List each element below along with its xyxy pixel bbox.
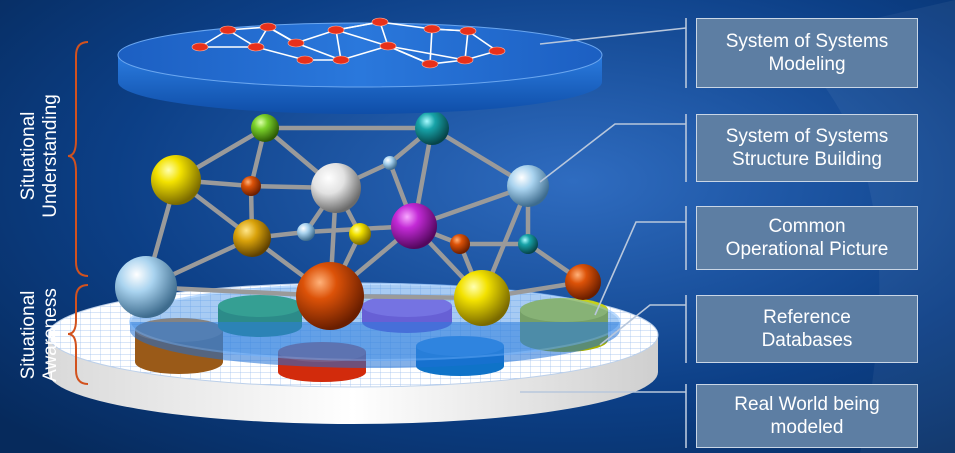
- understanding-bracket: [67, 41, 89, 277]
- node-orange-right: [450, 234, 470, 254]
- node-lightblue-small: [297, 223, 315, 241]
- node-gold: [233, 219, 271, 257]
- structure-line-1: System of Systems: [725, 126, 889, 147]
- node-lightblue-tiny: [383, 156, 397, 170]
- node-orange-small: [241, 176, 261, 196]
- refdb-line-2: Databases: [761, 330, 853, 351]
- understanding-line-1: Situational: [18, 111, 39, 201]
- node-yellow-left: [151, 155, 201, 205]
- situational-understanding-label: Situational Understanding: [18, 76, 62, 236]
- realworld-line-2: modeled: [770, 417, 844, 438]
- label-common-operational-picture: Common Operational Picture: [696, 206, 918, 270]
- network-nodes: [115, 111, 601, 330]
- modeling-network-nodes: [191, 17, 506, 69]
- node-teal-top: [415, 111, 449, 145]
- modeling-line-1: System of Systems: [725, 31, 889, 52]
- node-white: [311, 163, 361, 213]
- refdb-line-1: Reference: [763, 307, 851, 328]
- node-orange-edge: [565, 264, 601, 300]
- modeling-line-2: Modeling: [768, 54, 846, 75]
- label-reference-databases: Reference Databases: [696, 295, 918, 363]
- realworld-line-1: Real World being: [734, 394, 880, 415]
- leader-structure: [539, 123, 686, 183]
- node-teal-small: [518, 234, 538, 254]
- awareness-bracket: [67, 284, 89, 385]
- node-orange-large: [296, 262, 364, 330]
- leader-lines: [520, 27, 687, 393]
- node-yellow-small: [349, 223, 371, 245]
- node-yellow-large: [454, 270, 510, 326]
- cop-line-1: Common: [768, 216, 846, 237]
- label-system-of-systems-modeling: System of Systems Modeling: [696, 18, 918, 88]
- leader-modeling: [539, 27, 687, 45]
- system-of-systems-modeling-disk: [117, 17, 603, 114]
- understanding-line-2: Understanding: [40, 94, 61, 218]
- node-lightblue-right: [507, 165, 549, 207]
- label-system-of-systems-structure-building: System of Systems Structure Building: [696, 114, 918, 182]
- leader-refdb: [599, 304, 686, 346]
- structure-line-2: Structure Building: [732, 149, 882, 170]
- node-magenta: [391, 203, 437, 249]
- label-real-world-being-modeled: Real World being modeled: [696, 384, 918, 448]
- node-lightblue-large: [115, 256, 177, 318]
- situational-awareness-label: Situational Awareness: [18, 273, 62, 397]
- cop-line-2: Operational Picture: [725, 239, 889, 260]
- leader-cop: [594, 221, 686, 316]
- awareness-line-2: Awareness: [40, 288, 61, 382]
- side-brackets: [67, 41, 89, 385]
- node-green: [251, 114, 279, 142]
- awareness-line-1: Situational: [18, 290, 39, 380]
